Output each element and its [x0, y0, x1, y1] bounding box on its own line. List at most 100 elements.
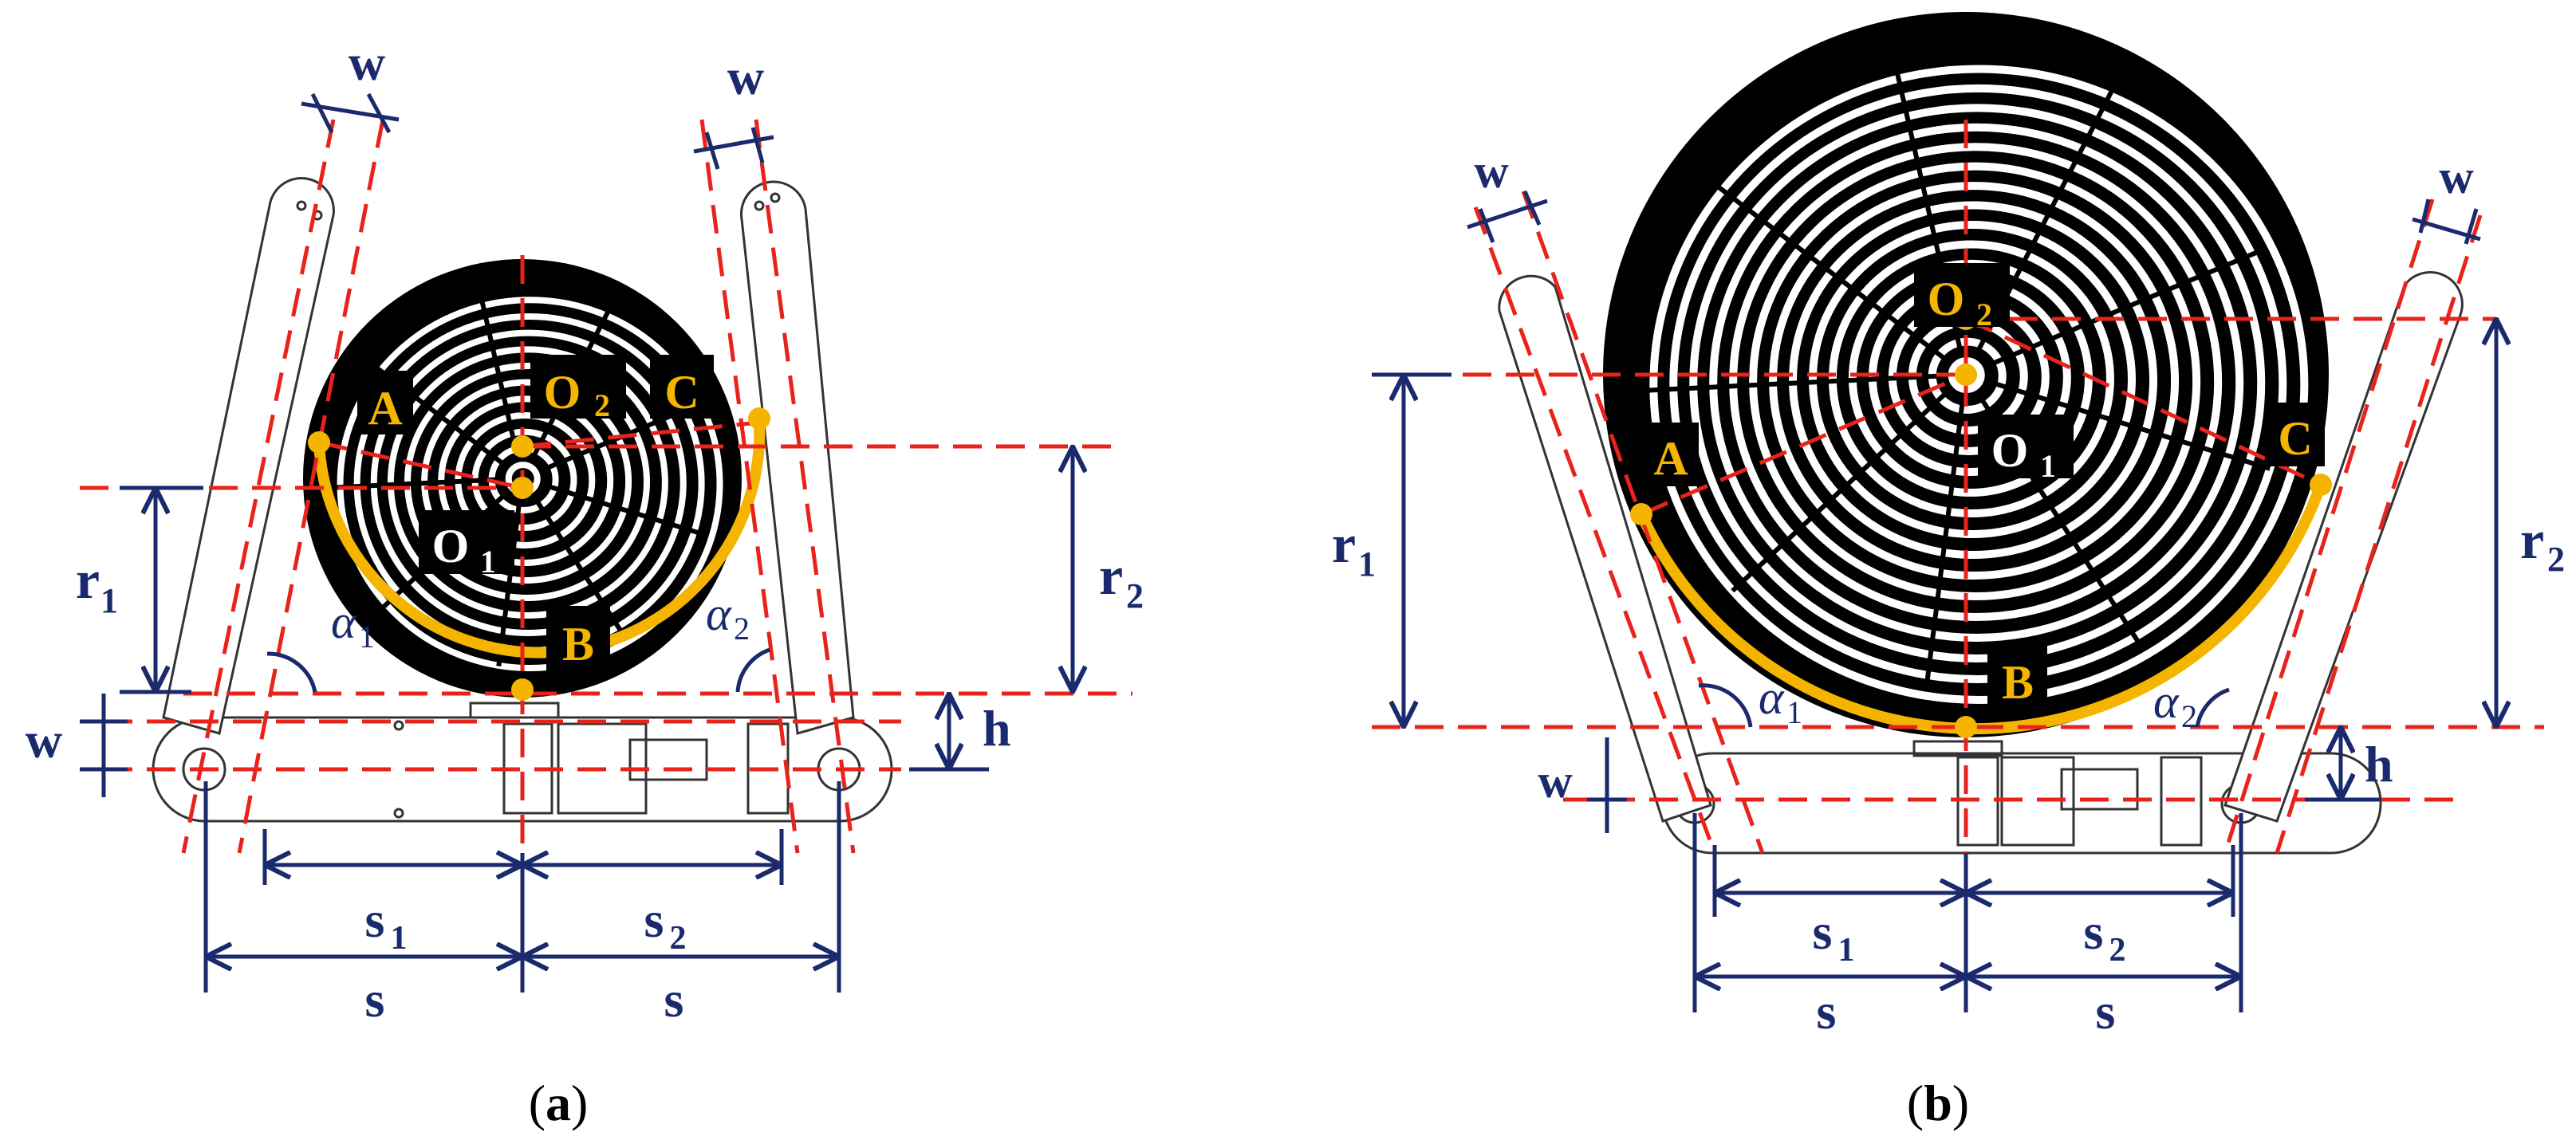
label-a-O2-sub: 2: [594, 387, 610, 423]
dimension-labels-b: w w w r 1 r 2 h s 1 s 2 s s α 1 α 2: [1332, 145, 2565, 1040]
dim-b-w-left: w: [1474, 145, 1509, 198]
label-b-O2: O: [1928, 273, 1965, 325]
dim-a-s1-sub: 1: [391, 920, 408, 957]
dim-b-r2-sub: 2: [2547, 540, 2565, 579]
radial-crack: [1987, 379, 2271, 471]
point-a-O2: [511, 435, 534, 458]
radial-crack: [1987, 249, 2260, 368]
label-a-O1: O: [432, 520, 470, 572]
dim-a-s2: s: [644, 891, 664, 948]
points-b: [1630, 308, 2332, 738]
point-a-C: [748, 407, 770, 430]
radial-crack: [496, 501, 522, 667]
point-labels-b: A O 2 C O 1 B: [1643, 263, 2325, 711]
label-a-C: C: [664, 366, 699, 419]
point-b-B: [1955, 716, 1977, 738]
dim-b-alpha1: α: [1759, 671, 1785, 724]
point-labels-a: A O 2 C O 1 B: [357, 355, 714, 671]
dim-b-s1-sub: 1: [1838, 932, 1855, 969]
dim-a-s-left: s: [365, 971, 385, 1028]
dim-b-w-right: w: [2439, 151, 2474, 203]
radial-crack: [478, 293, 520, 456]
growth-ring: [1749, 162, 2201, 600]
label-a-A: A: [368, 382, 402, 434]
point-a-O1: [511, 477, 534, 499]
dim-a-alpha2-sub: 2: [734, 611, 750, 647]
growth-ring: [1809, 221, 2136, 538]
growth-ring: [1649, 65, 2309, 704]
radial-crack: [1924, 398, 1966, 691]
growth-ring: [370, 329, 687, 636]
label-a-O2: O: [544, 366, 581, 419]
dim-b-h: h: [2365, 736, 2393, 792]
radial-crack: [544, 482, 704, 537]
dim-b-alpha2-sub: 2: [2181, 698, 2197, 734]
dim-a-s2-sub: 2: [670, 920, 687, 957]
growth-ring: [1789, 201, 2158, 559]
dim-b-r2: r: [2520, 509, 2544, 570]
arm-left-a: [162, 177, 335, 735]
dim-a-s-right: s: [664, 971, 684, 1028]
dim-b-r1: r: [1332, 513, 1356, 574]
point-b-C: [2310, 474, 2332, 496]
label-b-C: C: [2278, 412, 2312, 465]
label-b-A: A: [1653, 432, 1688, 485]
dim-a-w-base: w: [26, 712, 62, 769]
point-a-A: [308, 431, 330, 454]
chassis-panel-a: [628, 738, 708, 781]
arm-right-b: [2223, 271, 2464, 823]
growth-ring: [337, 297, 723, 672]
growth-ring: [1769, 182, 2180, 580]
label-a-B: B: [562, 618, 594, 670]
dim-a-alpha2: α: [706, 588, 732, 640]
dim-b-r1-sub: 1: [1358, 544, 1376, 584]
growth-ring: [1689, 104, 2266, 662]
label-b-B: B: [2002, 656, 2034, 709]
dim-a-r1-sub: 1: [100, 581, 118, 620]
dimensions-b: [1372, 191, 2496, 1012]
dim-a-alpha1: α: [331, 596, 357, 648]
growth-ring: [1669, 84, 2287, 683]
point-a-B: [511, 678, 534, 701]
dim-b-s-right: s: [2096, 983, 2116, 1040]
dim-b-s-left: s: [1817, 983, 1837, 1040]
dim-a-r2-sub: 2: [1126, 576, 1144, 615]
dim-a-s1: s: [365, 891, 385, 948]
guides-a: [80, 119, 1132, 854]
dim-b-alpha2: α: [2153, 675, 2180, 728]
dim-a-w-right: w: [727, 49, 764, 105]
dim-b-s2-sub: 2: [2109, 932, 2126, 969]
panel-a: A O 2 C O 1 B: [26, 34, 1144, 1131]
label-b-O2-sub: 2: [1976, 297, 1992, 332]
point-b-A: [1630, 503, 1652, 525]
chassis-mount-a: [469, 702, 560, 719]
arm-right-a: [739, 180, 855, 735]
dim-b-w-base: w: [1538, 755, 1573, 808]
chassis-slot-b-3: [2160, 756, 2203, 847]
growth-ring: [1729, 143, 2223, 621]
dim-a-h: h: [983, 700, 1011, 757]
label-b-O1: O: [1991, 424, 2029, 477]
dim-a-r2: r: [1099, 545, 1123, 606]
caption-a: (a): [529, 1075, 589, 1131]
panel-b: A O 2 C O 1 B: [1332, 12, 2565, 1131]
dim-b-s2: s: [2084, 903, 2104, 960]
arms-a: [162, 177, 855, 735]
growth-ring: [1709, 123, 2244, 642]
chassis-mount-b: [1912, 740, 2003, 757]
dim-a-w-left: w: [349, 34, 385, 91]
radial-crack: [1731, 389, 1951, 593]
chassis-panel-b: [2060, 768, 2139, 811]
label-a-O1-sub: 1: [480, 544, 496, 580]
caption-b: (b): [1907, 1075, 1969, 1131]
label-b-O1-sub: 1: [2040, 448, 2056, 484]
radial-crack: [1711, 180, 1948, 363]
dim-a-alpha1-sub: 1: [359, 619, 375, 655]
dim-b-alpha1-sub: 1: [1786, 694, 1802, 730]
point-b-O1: [1955, 364, 1977, 386]
dimensions-a: [80, 92, 1073, 993]
dimension-labels-a: w w w r 1 r 2 h s 1 s 2 s s α 1 α 2: [26, 34, 1144, 1028]
points-a: [308, 407, 770, 701]
dim-b-s1: s: [1813, 903, 1833, 960]
